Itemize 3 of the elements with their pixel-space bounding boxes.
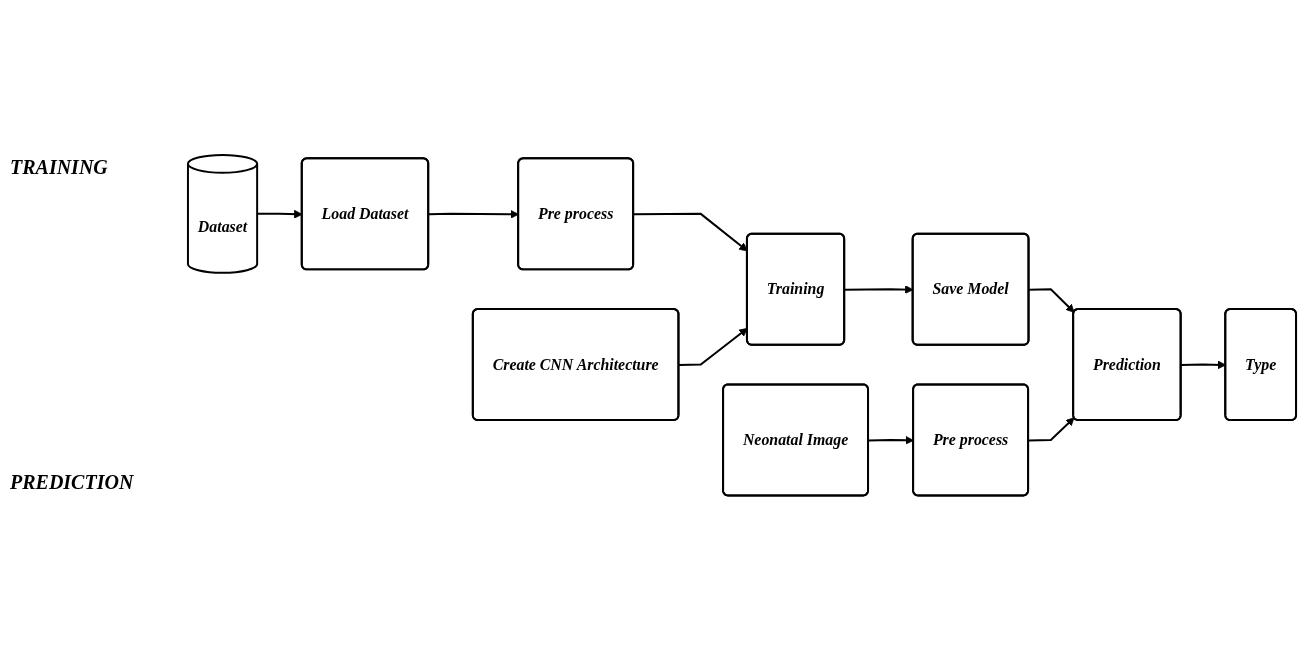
arrow bbox=[1028, 288, 1075, 313]
section-heading: PREDICTION bbox=[10, 471, 135, 494]
section-heading: TRAINING bbox=[10, 156, 109, 179]
